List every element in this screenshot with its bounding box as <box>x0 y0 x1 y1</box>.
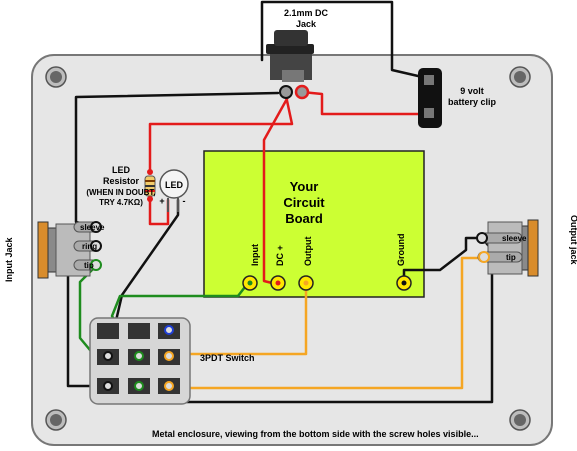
output-jack-sleeve-label: sleeve <box>502 234 527 243</box>
wire-black-board-ground <box>402 236 484 285</box>
screw-hole-bottom-right-icon <box>509 409 531 431</box>
led-label: LED <box>165 180 184 190</box>
input-jack-label: Input Jack <box>4 236 14 282</box>
screw-hole-bottom-left-icon <box>45 409 67 431</box>
battery-label-line2: battery clip <box>448 97 497 107</box>
input-jack: sleeve ring tip Input Jack <box>4 221 105 282</box>
wire-red-dc <box>262 95 290 286</box>
resistor-label-line2: Resistor <box>103 176 140 186</box>
pad-label-ground: Ground <box>396 234 406 267</box>
board-title-line3: Board <box>285 211 323 226</box>
switch-3pdt: 3PDT Switch <box>89 317 255 405</box>
wire-black-battery <box>260 0 420 78</box>
dc-jack-lug-positive <box>294 84 310 100</box>
dc-jack-lug-ground <box>279 85 293 99</box>
switch-label: 3PDT Switch <box>200 353 255 363</box>
pad-label-output: Output <box>303 237 313 267</box>
wire-red-resistor <box>148 94 294 172</box>
pad-label-input: Input <box>250 244 260 266</box>
wire-orange-output-tip <box>166 256 486 390</box>
led-resistor: LED Resistor (WHEN IN DOUBT, TRY 4.7KΩ) <box>86 165 155 207</box>
resistor-label-line3: (WHEN IN DOUBT, <box>86 188 155 197</box>
led-minus-label: - <box>183 196 186 206</box>
wire-orange-board-output <box>166 281 308 356</box>
board-title-line1: Your <box>290 179 319 194</box>
board-title-line2: Circuit <box>283 195 325 210</box>
dc-jack-label-line1: 2.1mm DC <box>284 8 329 18</box>
input-jack-tip-label: tip <box>84 261 94 270</box>
battery-clip: 9 volt battery clip <box>418 68 497 128</box>
dc-jack-label-line2: Jack <box>296 19 317 29</box>
input-jack-sleeve-label: sleeve <box>80 223 105 232</box>
circuit-board: Your Circuit Board Input DC + Output Gro… <box>203 150 425 298</box>
resistor-label-line4: TRY 4.7KΩ) <box>99 198 143 207</box>
dc-jack: 2.1mm DC Jack <box>266 8 329 100</box>
input-jack-ring-label: ring <box>82 242 97 251</box>
led-plus-label: + <box>159 196 164 206</box>
led: LED + - <box>159 169 189 212</box>
pad-label-dc: DC + <box>275 245 285 266</box>
resistor-label-line1: LED <box>112 165 131 175</box>
output-jack-label: Output jack <box>569 215 577 265</box>
caption: Metal enclosure, viewing from the bottom… <box>152 429 479 439</box>
wire-red-battery <box>300 90 420 116</box>
output-jack-tip-label: tip <box>506 253 516 262</box>
screw-hole-top-left-icon <box>45 66 67 88</box>
battery-label-line1: 9 volt <box>460 86 484 96</box>
board-pads <box>242 275 412 291</box>
output-jack: sleeve tip Output jack <box>476 215 577 277</box>
screw-hole-top-right-icon <box>509 66 531 88</box>
